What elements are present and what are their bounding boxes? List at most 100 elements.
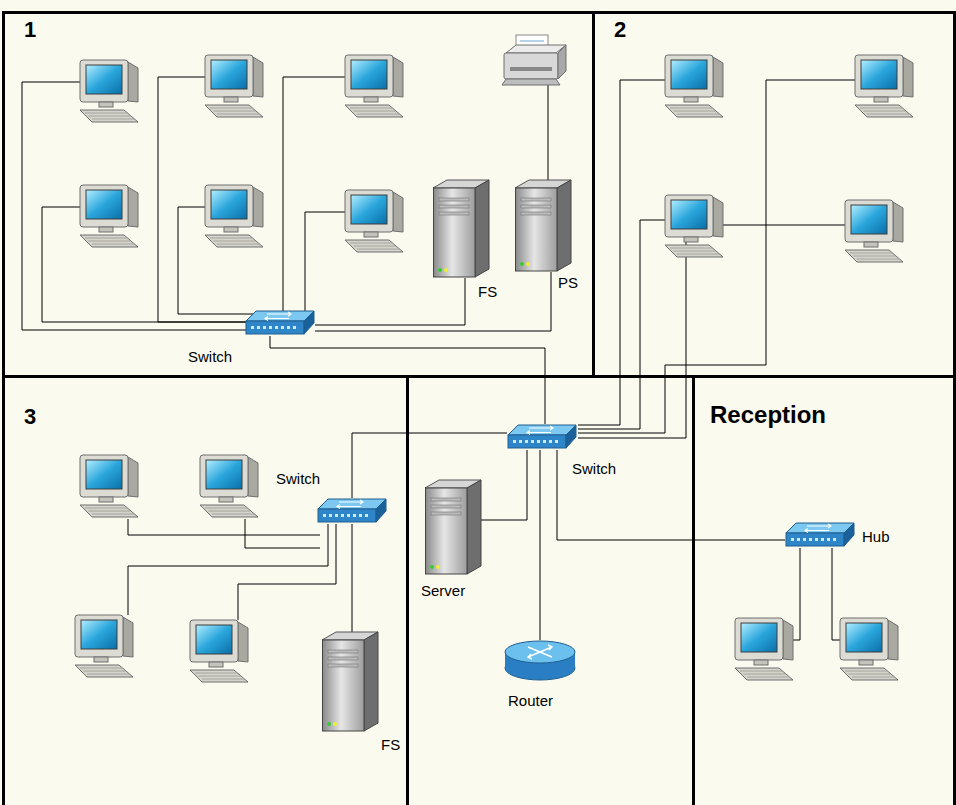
keyboard-keys [854, 256, 896, 257]
keyboard-keys [209, 511, 251, 512]
monitor-side [128, 457, 138, 497]
monitor-body [345, 190, 393, 232]
drive-bay [439, 198, 469, 201]
monitor-side [253, 187, 263, 227]
monitor-stand [874, 97, 888, 102]
network-cable [793, 548, 800, 640]
monitor-screen [351, 195, 387, 224]
monitor-side [903, 57, 913, 97]
monitor-stand [99, 497, 113, 502]
keyboard-keys [350, 108, 392, 109]
room-region: 3SwitchFS [2, 375, 409, 805]
status-light [327, 722, 331, 726]
keyboard-keys [674, 111, 716, 112]
monitor-side [128, 187, 138, 227]
network-cable [245, 519, 320, 548]
keyboard [200, 505, 258, 517]
monitor-stand [859, 660, 873, 665]
switch-device: Hub [785, 522, 855, 548]
keyboard-keys [677, 254, 719, 255]
monitor-body [845, 200, 893, 242]
keyboard-keys [202, 679, 244, 680]
keyboard [345, 105, 403, 117]
keyboard-keys [867, 114, 909, 115]
switch-port [791, 538, 794, 541]
computer-icon [80, 60, 138, 122]
keyboard-keys [357, 249, 399, 250]
monitor-side [253, 57, 263, 97]
monitor-stand [864, 242, 878, 247]
switch-icon [785, 522, 855, 548]
monitor-screen [846, 623, 882, 652]
router-icon [504, 640, 576, 682]
keyboard [75, 665, 133, 677]
switch-icon [317, 498, 387, 524]
monitor-stand [364, 232, 378, 237]
computer-icon [205, 55, 263, 117]
tower-device: FS [322, 632, 378, 732]
device-label: Switch [188, 348, 232, 366]
switch-port [833, 538, 836, 541]
drive-bay [431, 512, 461, 515]
monitor-stand [224, 227, 238, 232]
network-cable [128, 519, 320, 535]
switch-port [555, 440, 558, 443]
keyboard-keys [354, 111, 396, 112]
monitor-body [200, 455, 248, 497]
device-label: Server [421, 582, 465, 600]
switch-port [809, 538, 812, 541]
status-light [333, 722, 337, 726]
device-label: Hub [862, 528, 890, 546]
computer-icon [665, 55, 723, 117]
computer-icon [845, 200, 903, 262]
switch-port [335, 514, 338, 517]
monitor-screen [211, 190, 247, 219]
switch-port [323, 514, 326, 517]
switch-port [797, 538, 800, 541]
drive-bay [521, 212, 551, 215]
status-light [430, 565, 434, 569]
switch-port [531, 440, 534, 443]
switch-port [353, 514, 356, 517]
switch-port [275, 326, 278, 329]
monitor-body [190, 620, 238, 662]
keyboard-keys [864, 111, 906, 112]
keyboard-keys [670, 108, 712, 109]
status-light [526, 262, 530, 266]
switch-device: Switch [245, 310, 315, 336]
switch-port [543, 440, 546, 443]
monitor-screen [861, 60, 897, 89]
keyboard-keys [850, 253, 892, 254]
switch-port [257, 326, 260, 329]
monitor-screen [196, 625, 232, 654]
monitor-screen [211, 60, 247, 89]
switch-port [293, 326, 296, 329]
room-label: 2 [614, 17, 626, 43]
room-region: ReceptionHub [692, 375, 956, 805]
tower-front [426, 488, 468, 574]
switch-top [246, 311, 314, 321]
router-top [505, 641, 575, 663]
switch-port [269, 326, 272, 329]
computer-icon [80, 455, 138, 517]
monitor-body [855, 55, 903, 97]
switch-port [827, 538, 830, 541]
switch-arrows [805, 524, 831, 533]
monitor-stand [684, 97, 698, 102]
keyboard-keys [92, 244, 134, 245]
network-cable [22, 82, 250, 330]
monitor-screen [81, 620, 117, 649]
keyboard [190, 670, 248, 682]
switch-port [347, 514, 350, 517]
switch-port [287, 326, 290, 329]
switch-port [341, 514, 344, 517]
keyboard-keys [85, 508, 127, 509]
keyboard [845, 250, 903, 262]
monitor-body [205, 185, 253, 227]
keyboard-keys [852, 677, 894, 678]
switch-side [376, 499, 386, 522]
monitor-side [783, 620, 793, 660]
keyboard [735, 668, 793, 680]
monitor-body [735, 618, 783, 660]
monitor-screen [86, 65, 122, 94]
